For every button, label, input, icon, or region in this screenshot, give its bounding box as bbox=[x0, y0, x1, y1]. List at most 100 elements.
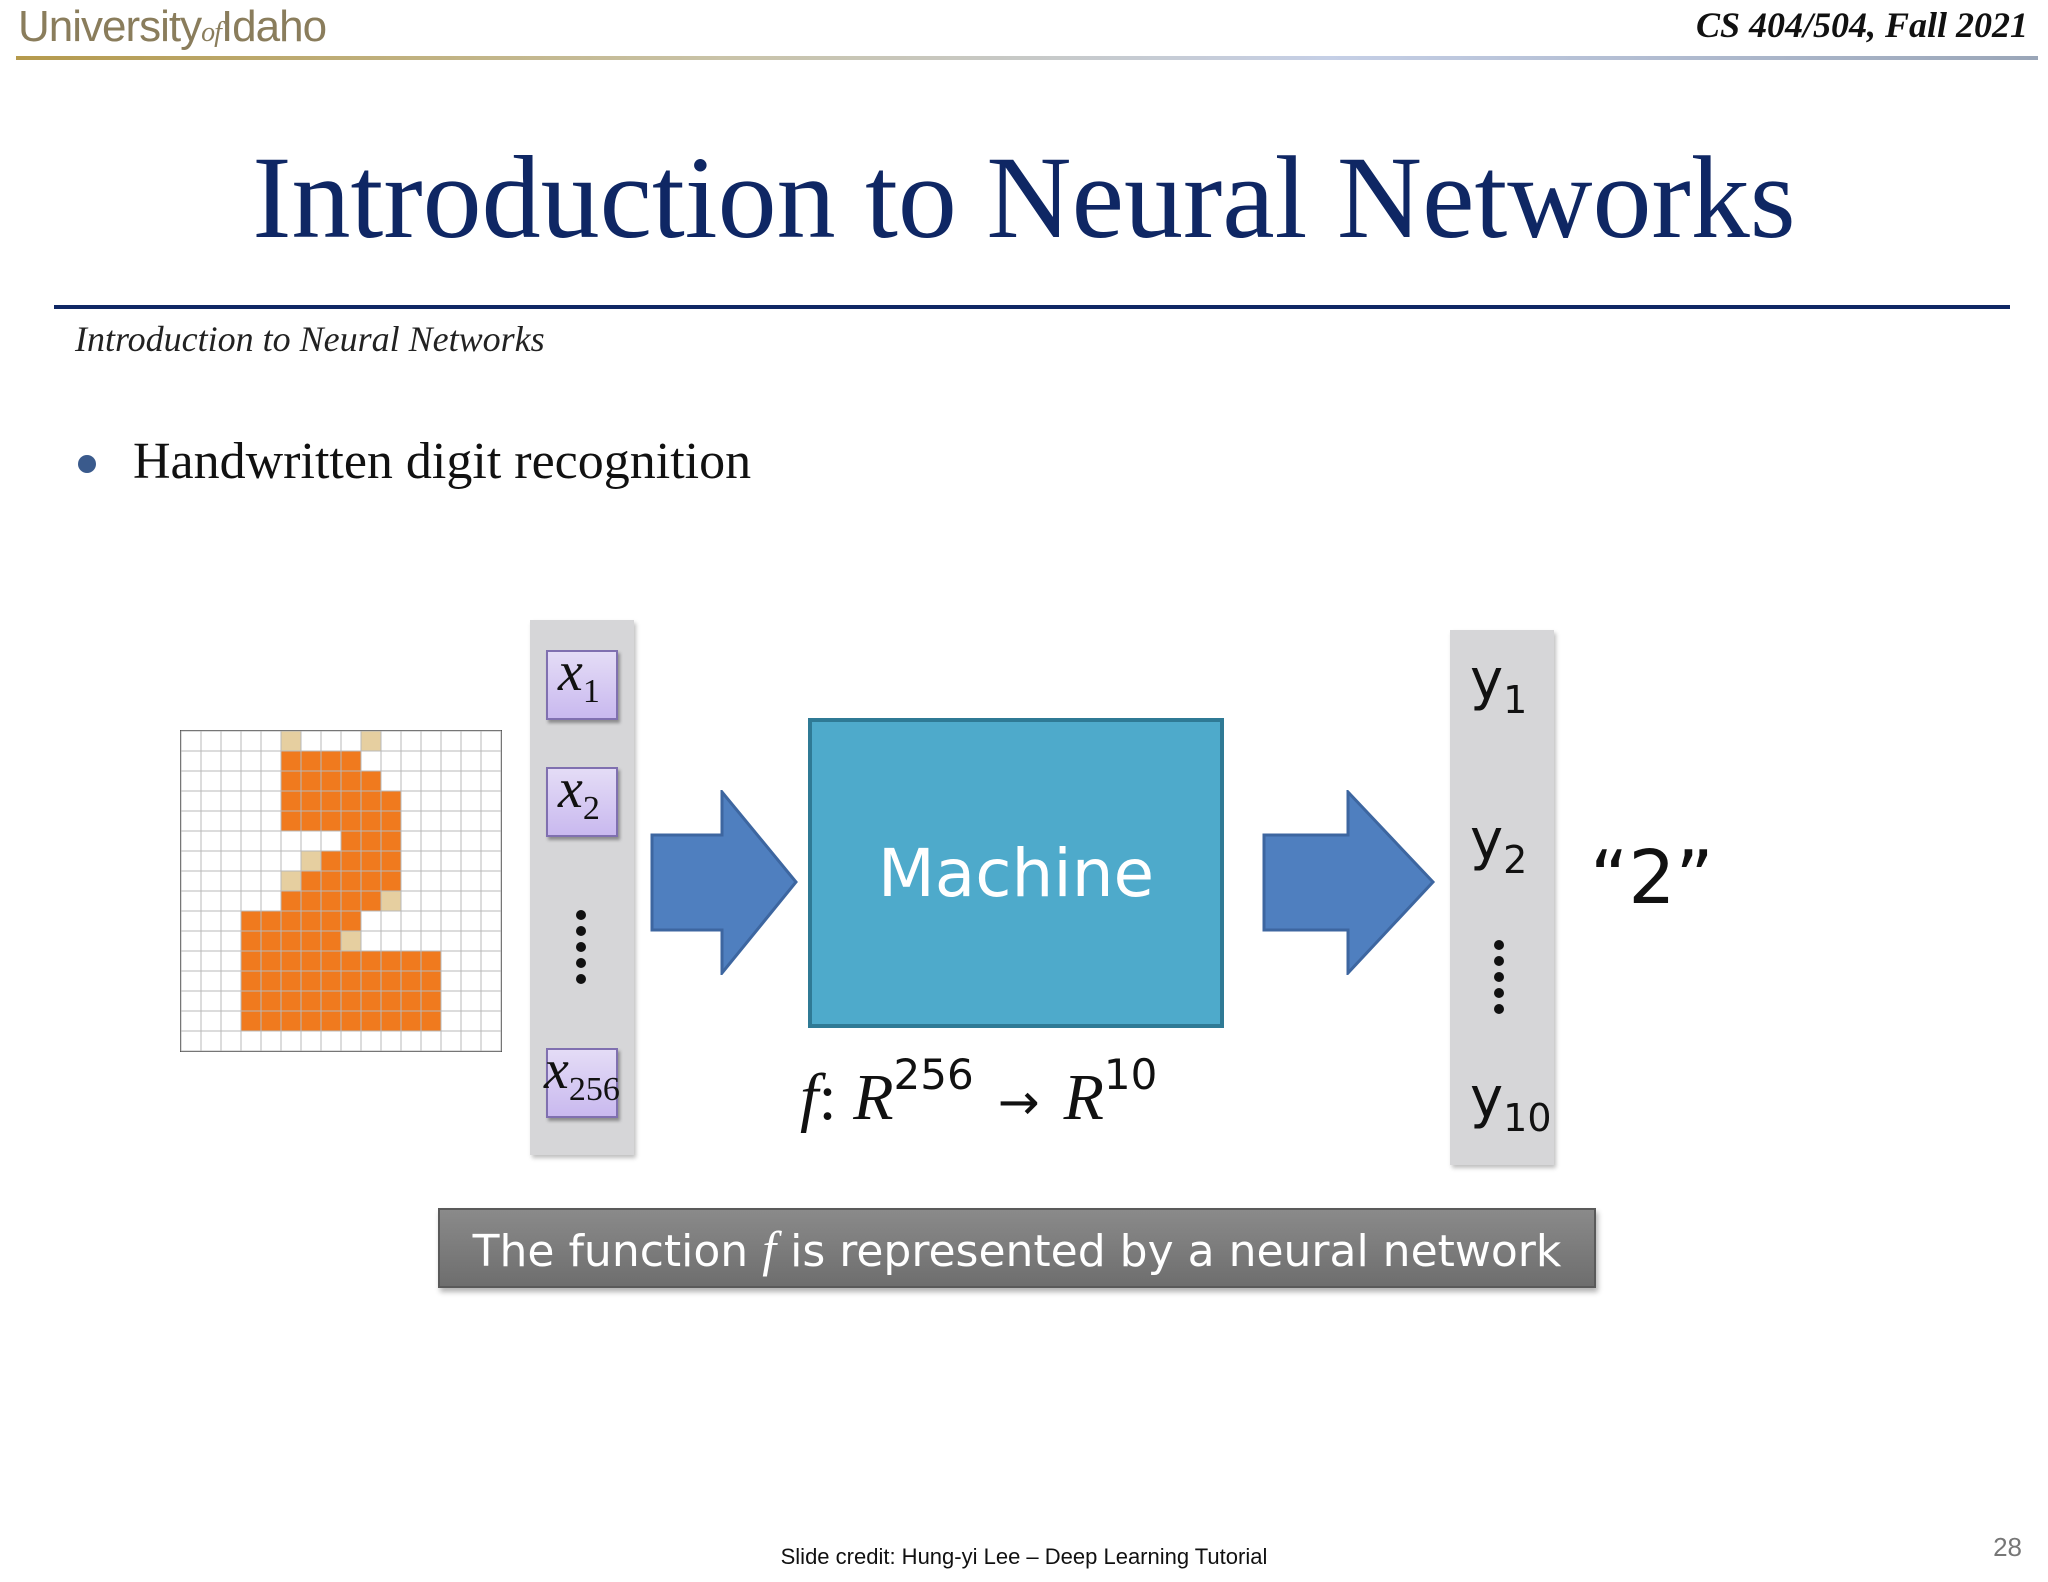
digit-pixel bbox=[280, 750, 302, 772]
digit-pixel bbox=[480, 770, 502, 792]
digit-pixel bbox=[340, 1010, 362, 1032]
digit-pixel bbox=[400, 770, 422, 792]
digit-pixel bbox=[200, 830, 222, 852]
digit-pixel bbox=[340, 850, 362, 872]
digit-pixel bbox=[400, 970, 422, 992]
digit-pixel bbox=[440, 750, 462, 772]
digit-pixel bbox=[280, 870, 302, 892]
digit-pixel bbox=[180, 930, 202, 952]
digit-pixel bbox=[200, 910, 222, 932]
bullet-text: Handwritten digit recognition bbox=[133, 433, 752, 490]
digit-pixel bbox=[240, 810, 262, 832]
digit-pixel bbox=[260, 890, 282, 912]
digit-pixel bbox=[420, 750, 442, 772]
digit-pixel bbox=[460, 910, 482, 932]
digit-pixel bbox=[200, 930, 222, 952]
digit-pixel bbox=[240, 970, 262, 992]
digit-pixel bbox=[400, 790, 422, 812]
digit-pixel bbox=[300, 830, 322, 852]
digit-pixel bbox=[240, 750, 262, 772]
digit-pixel bbox=[340, 790, 362, 812]
digit-pixel bbox=[240, 890, 262, 912]
digit-pixel bbox=[180, 990, 202, 1012]
digit-pixel bbox=[180, 770, 202, 792]
logo-end: Idaho bbox=[220, 2, 327, 51]
digit-pixel bbox=[460, 790, 482, 812]
digit-pixel bbox=[320, 950, 342, 972]
input-label-x2: x2 bbox=[558, 758, 600, 827]
digit-pixel bbox=[480, 750, 502, 772]
digit-pixel bbox=[220, 870, 242, 892]
digit-pixel bbox=[220, 750, 242, 772]
digit-pixel bbox=[180, 830, 202, 852]
digit-pixel bbox=[440, 870, 462, 892]
digit-pixel bbox=[180, 1010, 202, 1032]
digit-pixel bbox=[420, 930, 442, 952]
digit-pixel bbox=[240, 990, 262, 1012]
digit-pixel bbox=[280, 790, 302, 812]
logo-of: of bbox=[201, 17, 222, 48]
digit-pixel bbox=[220, 890, 242, 912]
digit-pixel bbox=[440, 970, 462, 992]
digit-pixel bbox=[280, 830, 302, 852]
digit-pixel bbox=[180, 970, 202, 992]
digit-pixel bbox=[420, 890, 442, 912]
digit-pixel bbox=[180, 1030, 202, 1052]
digit-pixel bbox=[460, 890, 482, 912]
digit-pixel bbox=[480, 810, 502, 832]
digit-pixel bbox=[420, 730, 442, 752]
university-logo: UniversityofIdaho bbox=[18, 2, 327, 52]
digit-pixel bbox=[400, 950, 422, 972]
digit-pixel bbox=[460, 730, 482, 752]
digit-pixel bbox=[300, 950, 322, 972]
digit-pixel bbox=[440, 1010, 462, 1032]
digit-pixel bbox=[460, 810, 482, 832]
digit-pixel bbox=[400, 1010, 422, 1032]
digit-pixel bbox=[380, 810, 402, 832]
input-label-x1: x1 bbox=[558, 641, 600, 710]
digit-pixel bbox=[280, 1030, 302, 1052]
bullet-icon bbox=[78, 455, 96, 473]
digit-pixel bbox=[240, 910, 262, 932]
digit-pixel bbox=[420, 950, 442, 972]
digit-pixel bbox=[260, 970, 282, 992]
digit-pixel bbox=[180, 810, 202, 832]
digit-pixel bbox=[380, 750, 402, 772]
digit-pixel bbox=[300, 770, 322, 792]
digit-pixel bbox=[440, 850, 462, 872]
digit-pixel bbox=[340, 770, 362, 792]
digit-pixel bbox=[480, 890, 502, 912]
digit-pixel bbox=[240, 950, 262, 972]
digit-pixel bbox=[320, 990, 342, 1012]
digit-pixel bbox=[400, 910, 422, 932]
digit-pixel bbox=[440, 790, 462, 812]
digit-pixel bbox=[220, 930, 242, 952]
digit-pixel bbox=[380, 770, 402, 792]
digit-pixel bbox=[280, 810, 302, 832]
digit-pixel bbox=[260, 830, 282, 852]
digit-pixel bbox=[320, 910, 342, 932]
caption-bar bbox=[438, 1208, 1596, 1288]
digit-pixel bbox=[320, 750, 342, 772]
digit-pixel bbox=[220, 910, 242, 932]
digit-pixel bbox=[300, 930, 322, 952]
digit-pixel bbox=[360, 850, 382, 872]
digit-pixel bbox=[260, 910, 282, 932]
digit-pixel bbox=[280, 910, 302, 932]
digit-pixel bbox=[440, 910, 462, 932]
digit-pixel bbox=[400, 1030, 422, 1052]
digit-pixel bbox=[400, 990, 422, 1012]
digit-pixel bbox=[360, 990, 382, 1012]
digit-pixel bbox=[360, 910, 382, 932]
digit-pixel bbox=[260, 1030, 282, 1052]
digit-pixel bbox=[300, 790, 322, 812]
digit-pixel bbox=[460, 1010, 482, 1032]
digit-pixel bbox=[220, 790, 242, 812]
digit-pixel bbox=[380, 910, 402, 932]
digit-pixel bbox=[300, 910, 322, 932]
input-label-x256: x256 bbox=[544, 1039, 620, 1108]
digit-pixel bbox=[460, 1030, 482, 1052]
digit-pixel bbox=[280, 930, 302, 952]
digit-pixel bbox=[220, 770, 242, 792]
digit-pixel bbox=[280, 950, 302, 972]
